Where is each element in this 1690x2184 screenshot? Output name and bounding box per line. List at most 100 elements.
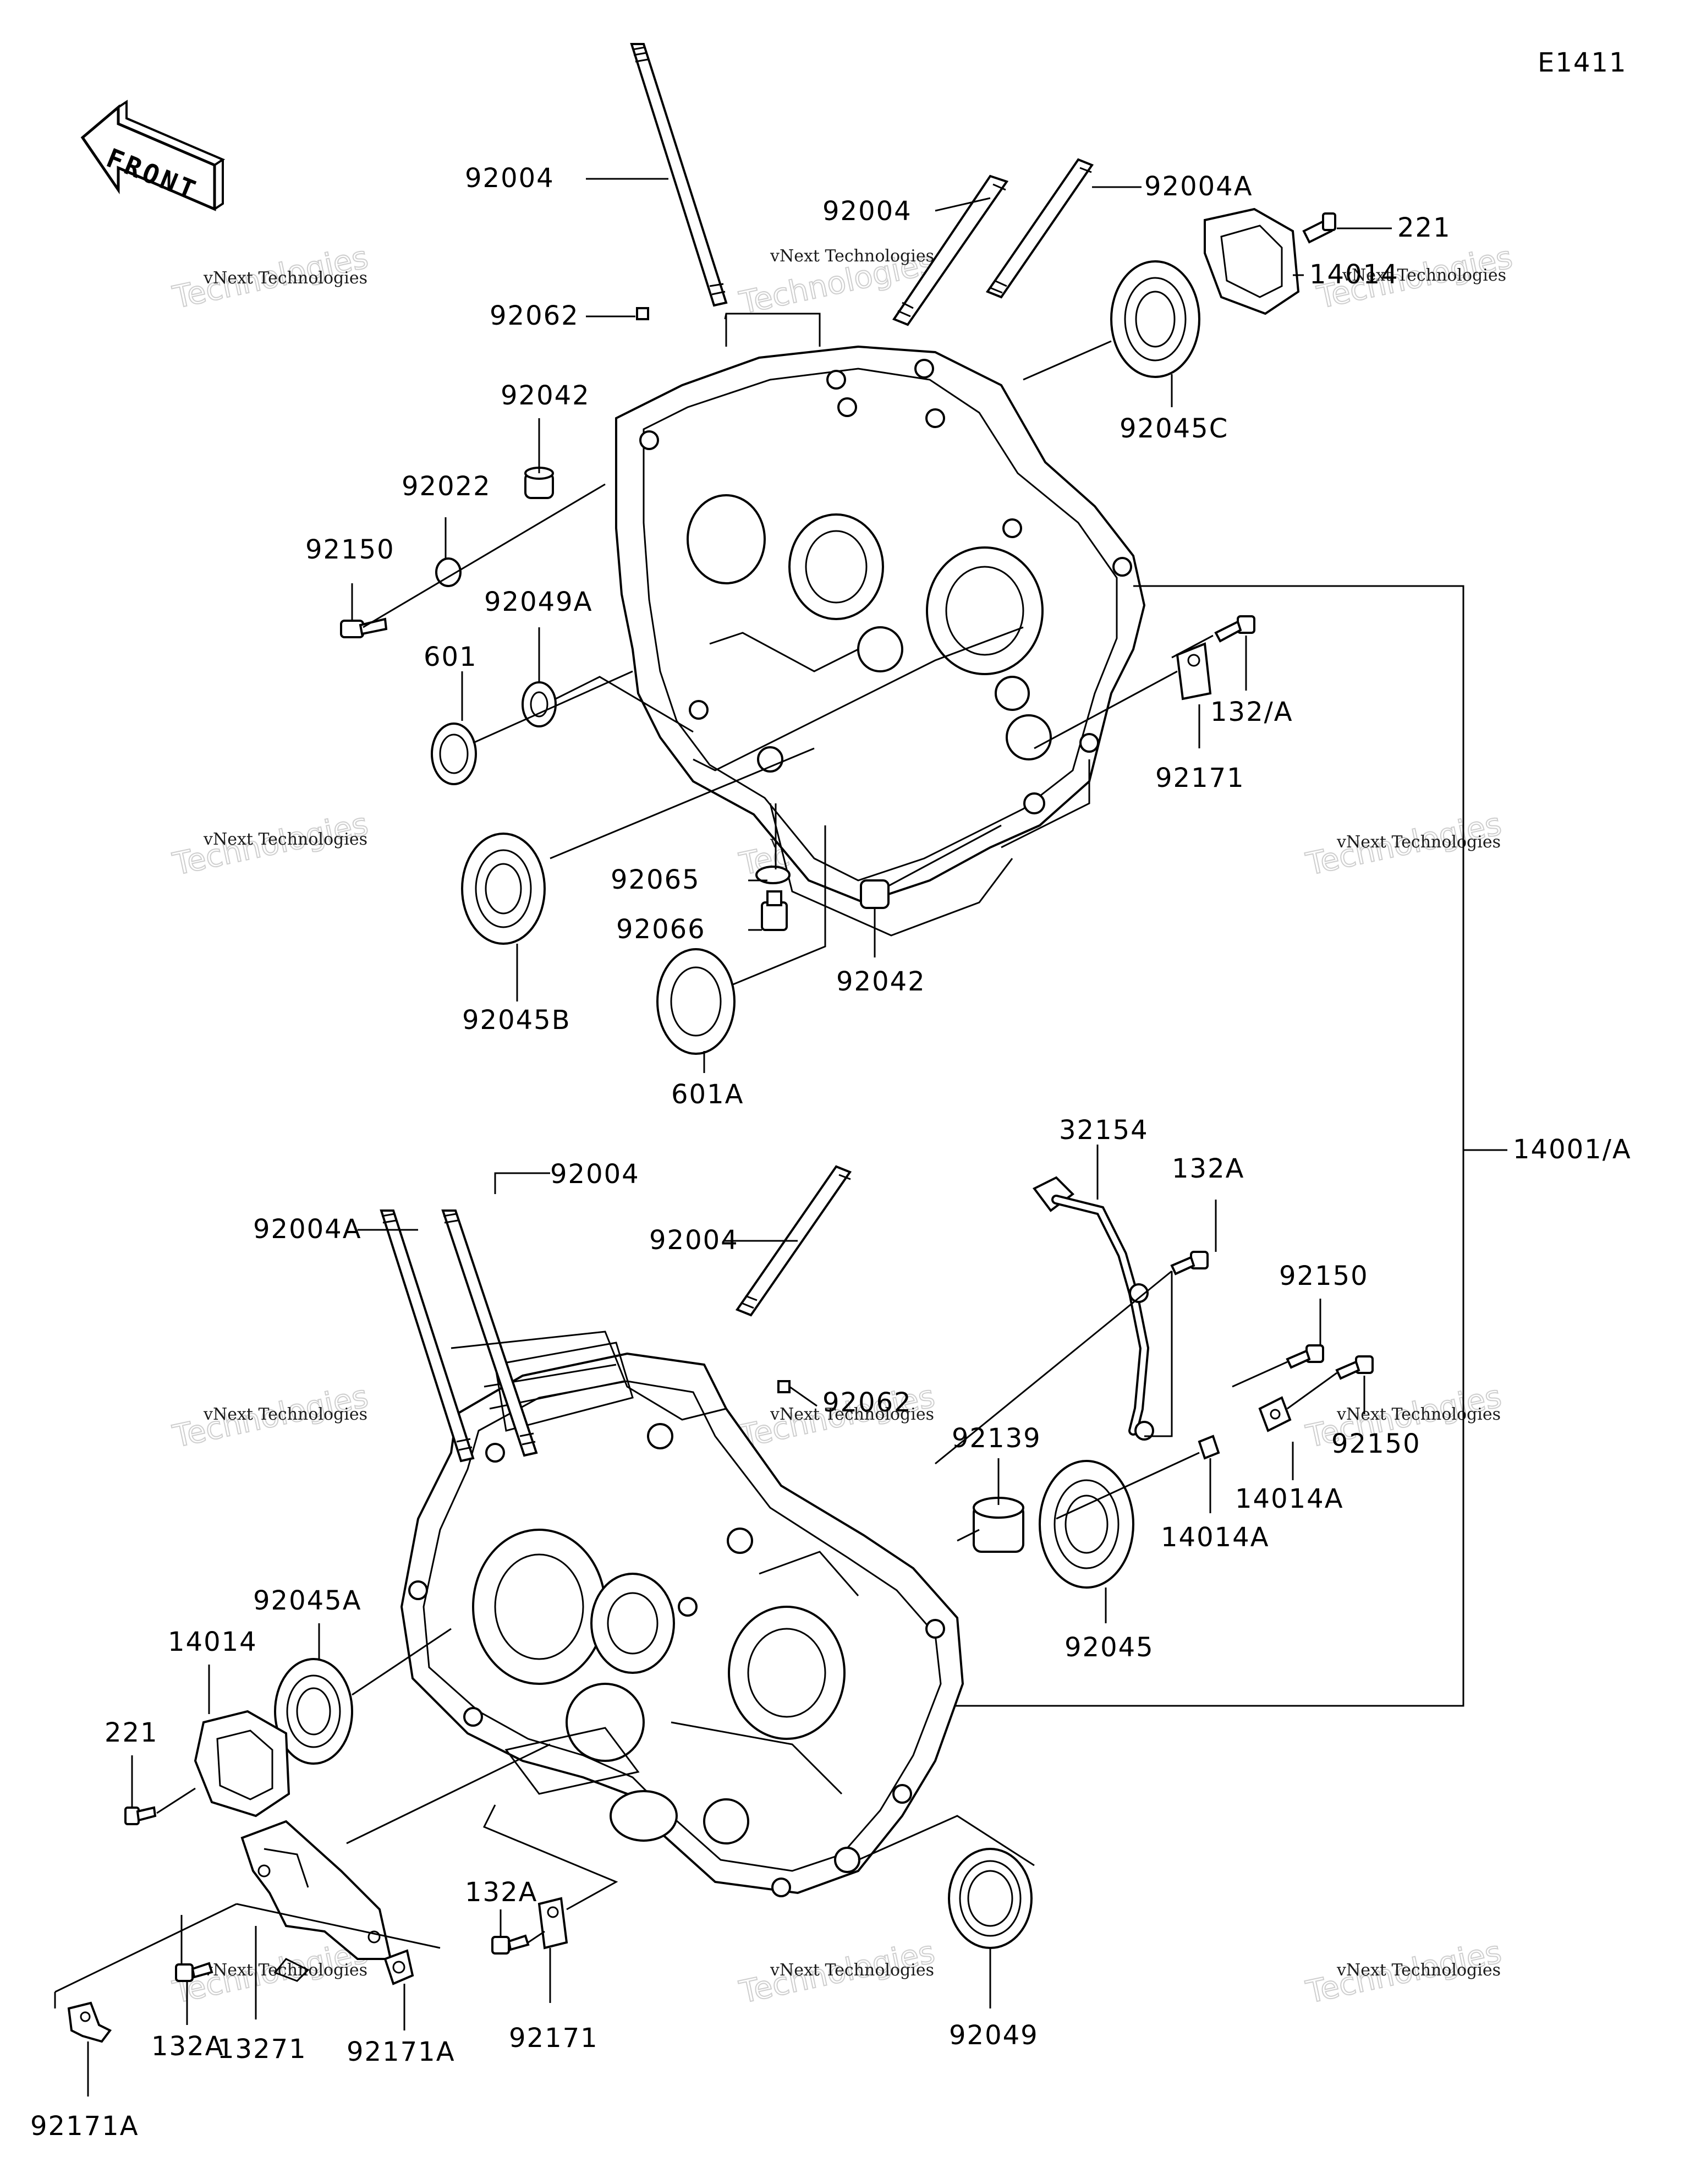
label-92004-lower-b: 92004 bbox=[649, 1225, 739, 1256]
bearing-92045C bbox=[1110, 260, 1200, 378]
stud-bolt-92004-upper-mid bbox=[892, 174, 1009, 326]
watermark-text: vNext Technologies bbox=[203, 1405, 367, 1424]
bolt-221-upper bbox=[1302, 212, 1336, 244]
label-132A-lower-left: 132A bbox=[151, 2031, 224, 2062]
label-92045C: 92045C bbox=[1120, 413, 1228, 444]
label-92139: 92139 bbox=[952, 1423, 1041, 1454]
label-92004A-lower: 92004A bbox=[253, 1214, 362, 1245]
watermark-text: vNext Technologies bbox=[770, 1405, 934, 1424]
bracket-13271 bbox=[240, 1820, 392, 1982]
label-92022: 92022 bbox=[402, 471, 491, 502]
oil-seal-92049 bbox=[948, 1848, 1033, 1949]
leader-lines-lower bbox=[54, 1145, 1365, 2097]
bushing-92139 bbox=[973, 1497, 1024, 1553]
watermark-text: vNext Technologies bbox=[770, 247, 934, 266]
upper-crankcase-half bbox=[615, 345, 1146, 937]
clamp-92171-upper bbox=[1176, 642, 1212, 700]
watermark-text: vNext Technologies bbox=[203, 830, 367, 849]
label-221-lower: 221 bbox=[105, 1717, 158, 1748]
watermark-text: vNext Technologies bbox=[203, 269, 367, 288]
label-92150-upper: 92150 bbox=[305, 534, 395, 565]
label-92042-lower: 92042 bbox=[836, 966, 926, 997]
label-14001A: 14001/A bbox=[1513, 1134, 1632, 1165]
oil-seal-92049A bbox=[522, 681, 557, 727]
front-arrow-icon: FRONT bbox=[80, 100, 226, 211]
label-92062-upper: 92062 bbox=[490, 300, 579, 331]
bearing-92045A bbox=[274, 1658, 353, 1765]
bolt-92150-lower-b bbox=[1335, 1355, 1374, 1380]
bolt-221-lower bbox=[124, 1806, 157, 1825]
label-132A-mid: 132A bbox=[1172, 1153, 1244, 1184]
label-221-upper: 221 bbox=[1397, 212, 1451, 243]
label-92049: 92049 bbox=[949, 2020, 1039, 2051]
watermark-text: vNext Technologies bbox=[1336, 833, 1501, 852]
label-14014A-a: 14014A bbox=[1235, 1484, 1344, 1514]
label-14014-upper: 14014 bbox=[1309, 259, 1399, 290]
label-92045B: 92045B bbox=[462, 1005, 571, 1036]
clip-92171A-right bbox=[383, 1949, 414, 1985]
bolt-92150-upper bbox=[340, 617, 388, 638]
label-92049A: 92049A bbox=[484, 587, 593, 617]
stud-bolt-92004-lower-a bbox=[441, 1209, 538, 1457]
label-32154: 32154 bbox=[1059, 1115, 1149, 1146]
label-14014A-b: 14014A bbox=[1161, 1522, 1270, 1553]
bearing-92045 bbox=[1039, 1460, 1134, 1589]
clamp-92171-lower bbox=[537, 1897, 568, 1950]
part-labels: 92004 92004 92004A 221 14014 92062 92042… bbox=[30, 163, 1632, 2142]
label-92171A-left: 92171A bbox=[30, 2111, 139, 2142]
label-601: 601 bbox=[424, 642, 478, 672]
label-601A: 601A bbox=[671, 1079, 744, 1110]
dowel-pin-92062-lower bbox=[777, 1380, 791, 1393]
bushing-92042-lower bbox=[860, 879, 890, 909]
label-13271: 13271 bbox=[217, 2034, 307, 2065]
stud-bolt-92004A-lower bbox=[380, 1209, 475, 1463]
label-92065: 92065 bbox=[611, 864, 700, 895]
oil-pipe-32154 bbox=[1032, 1176, 1154, 1441]
label-92150-lower-a: 92150 bbox=[1279, 1261, 1369, 1291]
cover-plate-14014-upper bbox=[1204, 207, 1300, 315]
bolt-132A-mid bbox=[1170, 1251, 1209, 1276]
bolt-132A-lower-right bbox=[491, 1934, 530, 1955]
bolt-92150-lower-a bbox=[1286, 1344, 1324, 1369]
bearing-601 bbox=[431, 722, 477, 785]
plate-14014A-b bbox=[1198, 1435, 1220, 1460]
drain-plug-92066 bbox=[761, 890, 788, 931]
cover-plate-14014-lower bbox=[194, 1710, 290, 1818]
dowel-pin-92062-upper bbox=[636, 307, 649, 320]
label-132A-upper: 132/A bbox=[1210, 697, 1293, 727]
label-92150-lower-b: 92150 bbox=[1331, 1428, 1421, 1459]
gasket-92065 bbox=[755, 866, 791, 884]
label-92004-lower-a: 92004 bbox=[550, 1159, 640, 1190]
watermark-text: vNext Technologies bbox=[1336, 1405, 1501, 1424]
plate-14014A-a bbox=[1258, 1396, 1292, 1432]
label-92042-upper: 92042 bbox=[501, 380, 590, 411]
bolt-132A-lower-left bbox=[175, 1962, 213, 1982]
bearing-92045B bbox=[461, 833, 546, 945]
label-92045A: 92045A bbox=[253, 1585, 362, 1616]
stud-bolt-92004-top bbox=[630, 43, 728, 307]
bolt-132A-upper bbox=[1214, 615, 1255, 643]
label-92171-lower: 92171 bbox=[509, 2023, 599, 2054]
clip-92171A-left bbox=[67, 2001, 112, 2043]
bearing-601A bbox=[656, 948, 736, 1055]
watermark-text: vNext Technologies bbox=[1336, 1961, 1501, 1980]
label-92062-lower: 92062 bbox=[822, 1387, 912, 1418]
label-92171-upper: 92171 bbox=[1155, 763, 1245, 793]
washer-92022 bbox=[435, 557, 462, 587]
bushing-92042-upper bbox=[524, 467, 554, 499]
watermark-text: vNext Technologies bbox=[770, 1961, 934, 1980]
label-92004A-upper: 92004A bbox=[1144, 171, 1253, 202]
lower-crankcase-half bbox=[400, 1342, 964, 1897]
watermark-text: vNext Technologies bbox=[1342, 266, 1506, 285]
label-92004-top: 92004 bbox=[465, 163, 555, 194]
label-92066: 92066 bbox=[616, 914, 706, 945]
stud-bolt-92004A-upper bbox=[985, 158, 1094, 299]
leader-lines-upper bbox=[351, 178, 1507, 1707]
label-92004-upper-mid: 92004 bbox=[822, 196, 912, 227]
label-92171A-right: 92171A bbox=[347, 2037, 456, 2067]
label-14014-lower: 14014 bbox=[168, 1627, 257, 1657]
diagram-code: E1411 bbox=[1538, 47, 1627, 78]
label-132A-lower-right: 132A bbox=[465, 1877, 537, 1908]
